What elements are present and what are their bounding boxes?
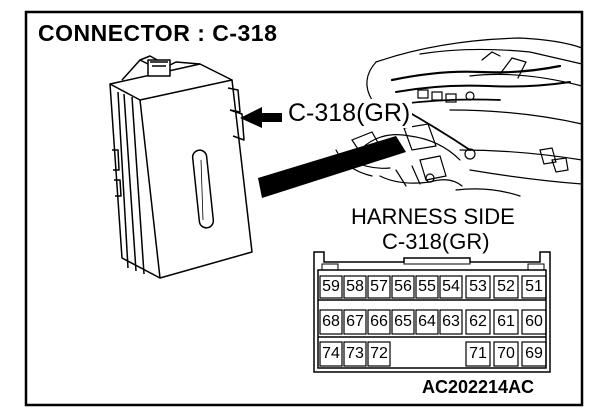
pin-number: 69	[525, 345, 543, 362]
pin-number: 52	[497, 278, 515, 295]
pin-number: 71	[469, 345, 487, 362]
pin-number: 64	[418, 313, 436, 330]
pin-number: 74	[322, 345, 340, 362]
connector-face	[313, 251, 551, 373]
pin-number: 51	[525, 278, 543, 295]
pin-number: 57	[370, 278, 388, 295]
pin-number: 53	[469, 278, 487, 295]
figure-code: AC202214AC	[422, 377, 535, 397]
connector-callout-label: C-318(GR)	[286, 99, 413, 128]
callout-arrow	[240, 107, 282, 128]
pin-number: 54	[442, 278, 460, 295]
pin-number: 65	[394, 313, 412, 330]
pin-number: 66	[370, 313, 388, 330]
pin-number: 56	[394, 278, 412, 295]
pin-number: 61	[497, 313, 515, 330]
pin-number: 59	[322, 278, 340, 295]
pin-number: 60	[525, 313, 543, 330]
pin-number: 58	[346, 278, 364, 295]
pin-number: 67	[346, 313, 364, 330]
pin-number: 70	[497, 345, 515, 362]
control-unit-illustration	[109, 55, 253, 279]
figure-border	[24, 10, 584, 407]
pin-number: 62	[469, 313, 487, 330]
harness-connector-label: C-318(GR)	[382, 229, 490, 254]
pin-number: 68	[322, 313, 340, 330]
pin-number: 72	[370, 345, 388, 362]
harness-side-heading: HARNESS SIDE	[351, 204, 515, 229]
vehicle-harness-illustration	[335, 37, 583, 197]
pin-number: 63	[442, 313, 460, 330]
connector-title: CONNECTOR : C-318	[38, 20, 278, 46]
pin-number: 55	[418, 278, 436, 295]
location-pointer	[258, 136, 406, 198]
pin-number: 73	[346, 345, 364, 362]
